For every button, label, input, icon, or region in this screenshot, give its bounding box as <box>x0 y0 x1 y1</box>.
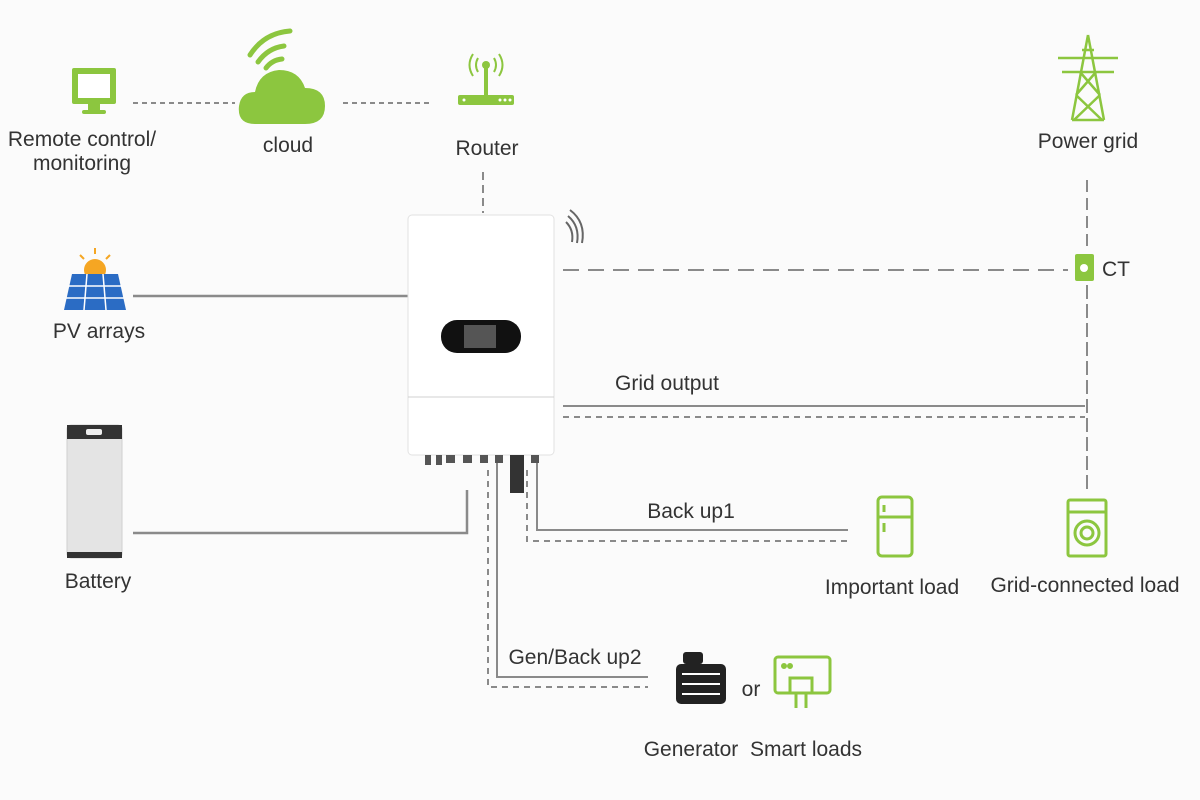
remote-monitoring-label: Remote control/monitoring <box>8 128 156 176</box>
or-label: or <box>741 678 761 701</box>
monitor-icon <box>72 68 116 114</box>
wifi-signal-icon <box>565 209 584 244</box>
ct-label: CT <box>1102 258 1130 281</box>
gen-backup2-label: Gen/Back up2 <box>508 646 642 669</box>
router-label: Router <box>455 137 519 160</box>
pv-panel-icon <box>64 248 126 311</box>
smart-load-icon <box>773 655 832 708</box>
link-gen-n <box>487 470 648 688</box>
link-backup1 <box>536 462 848 531</box>
fridge-icon <box>876 495 914 558</box>
battery-label: Battery <box>64 570 132 593</box>
pv-arrays-label: PV arrays <box>52 320 146 343</box>
cloud-label: cloud <box>262 134 314 157</box>
link-backup1-n <box>526 470 848 542</box>
label-line: monitoring <box>32 152 132 175</box>
backup1-label: Back up1 <box>647 500 735 523</box>
cloud-icon <box>238 28 325 124</box>
washing-machine-icon <box>1066 498 1108 558</box>
generator-icon <box>676 652 726 704</box>
generator-label: Generator <box>643 738 739 761</box>
smart-loads-label: Smart loads <box>749 738 863 761</box>
link-battery <box>133 490 469 535</box>
grid-connected-load-label: Grid-connected load <box>990 574 1180 597</box>
label-line: Remote control/ <box>7 128 157 151</box>
grid-output-label: Grid output <box>615 372 719 395</box>
power-grid-label: Power grid <box>1037 130 1139 153</box>
important-load-label: Important load <box>824 576 960 599</box>
link-gen <box>496 462 648 678</box>
ct-icon <box>1075 254 1094 281</box>
inverter <box>407 209 584 493</box>
battery-icon <box>66 424 123 559</box>
router-icon <box>458 53 514 105</box>
power-pylon-icon <box>1058 34 1118 122</box>
